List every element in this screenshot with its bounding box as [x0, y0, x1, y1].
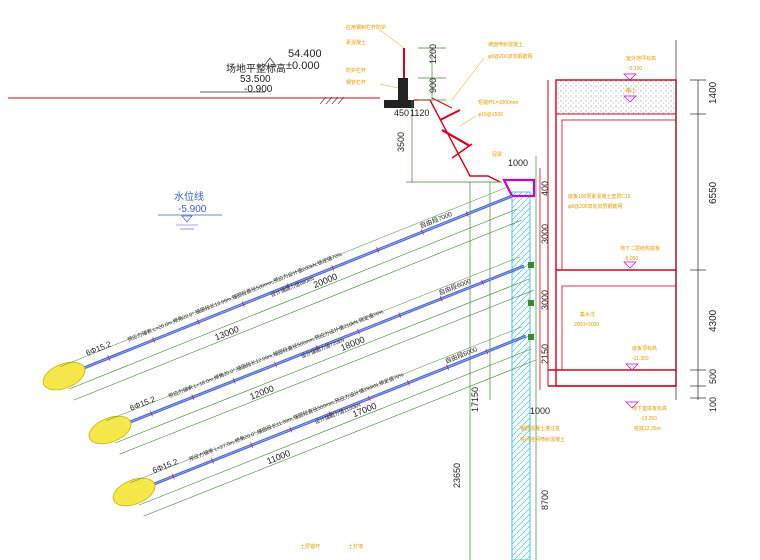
dim-450: 450 — [394, 108, 409, 118]
dim-3000-a: 3000 — [540, 224, 550, 244]
cap-beam — [502, 178, 536, 198]
level-markers — [623, 73, 639, 409]
anchor-length-bond: 13000 — [213, 324, 240, 343]
elev-b: -0.900 — [244, 84, 273, 95]
note-outer1: 土层锚杆 — [300, 543, 320, 550]
ground-level: 场地平整标高 54.400 ±0.000 53.500 -0.900 — [8, 48, 380, 105]
dim-1400: 1400 — [708, 81, 719, 104]
anchor-bulb — [112, 477, 156, 507]
wale-1 — [528, 262, 534, 268]
note-slope-nail2: φ16@1500 — [478, 112, 503, 118]
dim-17150: 17150 — [470, 387, 480, 412]
bnote-8v: -11.350 — [632, 356, 649, 362]
pile-wall: 400 3000 3000 2150 1000 8700 17150 23650… — [300, 156, 565, 560]
bnote-8: 底板顶标高 — [632, 345, 657, 352]
bnote-6: 集水坑 — [580, 311, 595, 318]
dim-1000-bot: 1000 — [530, 406, 550, 416]
elev-top: 54.400 — [288, 48, 322, 60]
bnote-2: 覆土 — [626, 87, 636, 94]
bnote-1v: -0.100 — [628, 66, 642, 72]
slope-line — [429, 99, 501, 183]
wale-3 — [528, 334, 534, 340]
elev-a: 53.500 — [240, 74, 271, 85]
dim-3000-b: 3000 — [540, 290, 550, 310]
dim-2150: 2150 — [540, 344, 550, 364]
anchor-spec: 6Φ15.2 — [129, 394, 157, 412]
bnote-4: φ8@200双向双层钢筋网 — [568, 203, 622, 210]
anchor-length-bond: 11000 — [265, 448, 291, 466]
water-level-value: -5.900 — [178, 204, 207, 215]
soil-hatch-top — [319, 96, 345, 105]
dim-8700: 8700 — [540, 490, 550, 510]
bnote-1: 室外地坪标高 — [626, 55, 656, 62]
anchor-length-bond: 12000 — [248, 383, 275, 402]
bnote-7: 2000×3000 — [574, 322, 599, 328]
backfill-soil — [555, 79, 677, 115]
anchor-bulb — [42, 361, 86, 391]
level-b2 — [561, 285, 677, 371]
building-outline — [555, 79, 677, 387]
bnote-9: 地下室底板标高 — [632, 405, 667, 412]
top-dims — [406, 47, 502, 183]
railing-base — [398, 78, 408, 100]
note-outer2: 土钉墙 — [348, 543, 363, 550]
water-level: 水位线 -5.900 — [158, 190, 222, 230]
top-slope: 1200 900 450 1120 3500 1000 应用钢制栏杆防护 素混凝… — [346, 24, 532, 183]
dim-1120: 1120 — [410, 108, 429, 118]
anchor-spec: 6Φ15.2 — [85, 339, 113, 357]
slope-nail — [441, 129, 471, 147]
water-marker — [181, 215, 193, 223]
anchor-bulb — [88, 415, 132, 445]
note-slope-top1: 坡面喷射混凝土 — [488, 41, 523, 48]
elev-marker — [263, 57, 277, 67]
bnote-3: 底板100厚素混凝土垫层C15 — [568, 193, 631, 200]
note-fence2: 钢管栏杆 — [346, 79, 366, 86]
water-level-label: 水位线 — [174, 190, 204, 203]
dim-500: 500 — [708, 369, 718, 384]
dim-23650: 23650 — [452, 463, 462, 488]
bnote-5v: -6.050 — [624, 256, 638, 262]
note-top1: 应用钢制栏杆防护 — [346, 24, 386, 31]
anchor-spec: 6Φ15.2 — [151, 457, 179, 475]
building-section: 1400 6550 4300 500 100 室外地坪标高 -0.100 覆土 … — [547, 40, 719, 432]
note-pile1: 钢筋混凝土灌注桩 — [520, 425, 560, 432]
slope-nail-2 — [439, 109, 461, 121]
note-pile2: 桩间挂网喷射混凝土 — [520, 436, 565, 443]
bnote-10: 桩底12.35m — [634, 425, 661, 432]
dim-900: 900 — [428, 78, 438, 93]
dim-100: 100 — [708, 397, 718, 412]
top-beam — [384, 100, 414, 108]
dim-6550: 6550 — [708, 181, 719, 204]
wale-2 — [528, 300, 534, 306]
dim-4300: 4300 — [708, 309, 719, 332]
note-slope-nail1: 短锚杆L=1000mm — [478, 99, 518, 106]
right-dims — [675, 40, 706, 400]
note-fence1: 防护栏杆 — [346, 67, 366, 74]
bnote-5: 地下二层结构底板 — [620, 245, 660, 252]
pile — [511, 191, 531, 560]
dim-400: 400 — [540, 181, 550, 196]
elev-zero: ±0.000 — [286, 60, 320, 72]
bnote-9v: -13.250 — [640, 416, 657, 422]
dim-1000-top: 1000 — [508, 158, 528, 168]
note-slope-top2: φ8@200双向钢筋网 — [488, 53, 532, 60]
ground-title: 场地平整标高 — [226, 62, 286, 75]
dim-1200: 1200 — [428, 44, 438, 64]
note-top2: 素混凝土 — [346, 39, 366, 46]
note-wall-top: 冠梁 — [492, 151, 502, 158]
dim-3500: 3500 — [396, 132, 406, 152]
